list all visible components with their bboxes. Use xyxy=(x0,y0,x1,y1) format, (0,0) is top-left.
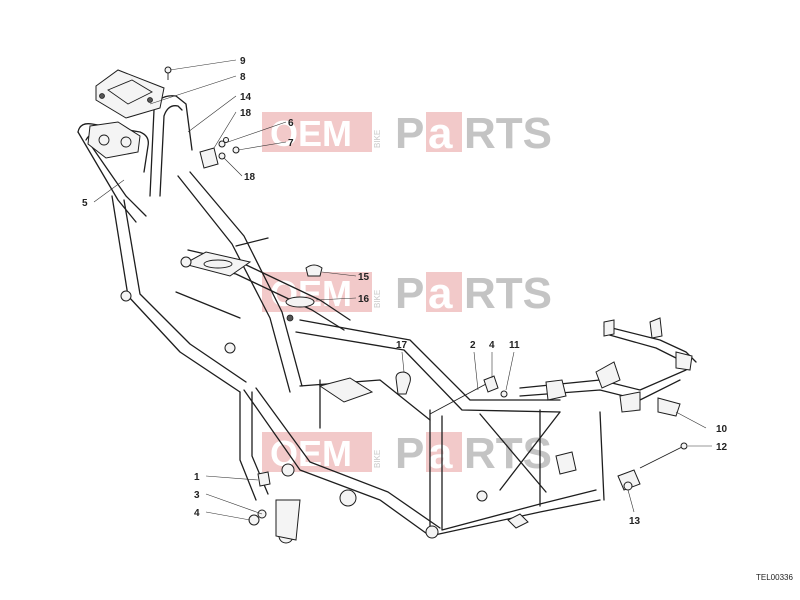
svg-text:OEM: OEM xyxy=(270,273,352,314)
svg-text:a: a xyxy=(428,269,453,318)
callout-9: 9 xyxy=(240,56,246,67)
svg-text:RTS: RTS xyxy=(464,269,552,318)
svg-text:P: P xyxy=(395,269,424,318)
callout-10: 10 xyxy=(716,424,728,435)
drawing-code: TEL00336 xyxy=(756,573,793,582)
callout-11: 11 xyxy=(509,340,520,351)
callout-1: 1 xyxy=(194,472,200,483)
watermark-top: OEM BIKE P a RTS xyxy=(262,109,552,158)
callout-12: 12 xyxy=(716,442,728,453)
bolt-12-washer-13 xyxy=(617,442,688,491)
main-frame xyxy=(77,95,605,544)
svg-text:P: P xyxy=(395,429,424,478)
watermark-bottom: OEM BIKE P a RTS xyxy=(262,429,552,478)
screw-9 xyxy=(164,66,172,80)
callout-18-top: 18 xyxy=(240,108,252,119)
callout-3: 3 xyxy=(194,490,200,501)
callout-6: 6 xyxy=(288,118,294,129)
svg-text:RTS: RTS xyxy=(464,429,552,478)
callout-4-right: 4 xyxy=(489,340,495,351)
svg-text:a: a xyxy=(428,109,453,158)
callout-17: 17 xyxy=(396,340,408,351)
svg-text:BIKE: BIKE xyxy=(373,290,382,308)
pin-15-washer-16 xyxy=(285,264,323,322)
svg-text:BIKE: BIKE xyxy=(373,130,382,148)
svg-text:BIKE: BIKE xyxy=(373,450,382,468)
callout-16: 16 xyxy=(358,294,370,305)
callout-5: 5 xyxy=(82,198,88,209)
callout-2: 2 xyxy=(470,340,476,351)
callout-13: 13 xyxy=(629,516,641,527)
callout-14: 14 xyxy=(240,92,252,103)
callout-4-left: 4 xyxy=(194,508,200,519)
leader-lines xyxy=(93,59,712,521)
bolt-2-nut-4-washer-11 xyxy=(429,375,508,415)
svg-text:RTS: RTS xyxy=(464,109,552,158)
bush-3-nut-4 xyxy=(248,509,267,526)
svg-text:OEM: OEM xyxy=(270,113,352,154)
callout-15: 15 xyxy=(358,272,370,283)
upper-bracket-8 xyxy=(95,69,165,119)
front-bracket-5 xyxy=(87,121,141,159)
rear-subframe xyxy=(519,317,697,417)
rubber-17 xyxy=(395,371,411,395)
watermark-middle: OEM BIKE P a RTS xyxy=(262,269,552,318)
bracket-1 xyxy=(257,471,271,487)
spacer-18-6-7 xyxy=(199,137,240,169)
callout-7: 7 xyxy=(288,138,294,149)
callout-18-bottom: 18 xyxy=(244,172,256,183)
svg-text:P: P xyxy=(395,109,424,158)
svg-text:a: a xyxy=(428,429,453,478)
callout-numbers: 9 8 14 18 6 7 18 5 15 16 17 2 4 11 10 12… xyxy=(82,56,728,527)
callout-8: 8 xyxy=(240,72,246,83)
